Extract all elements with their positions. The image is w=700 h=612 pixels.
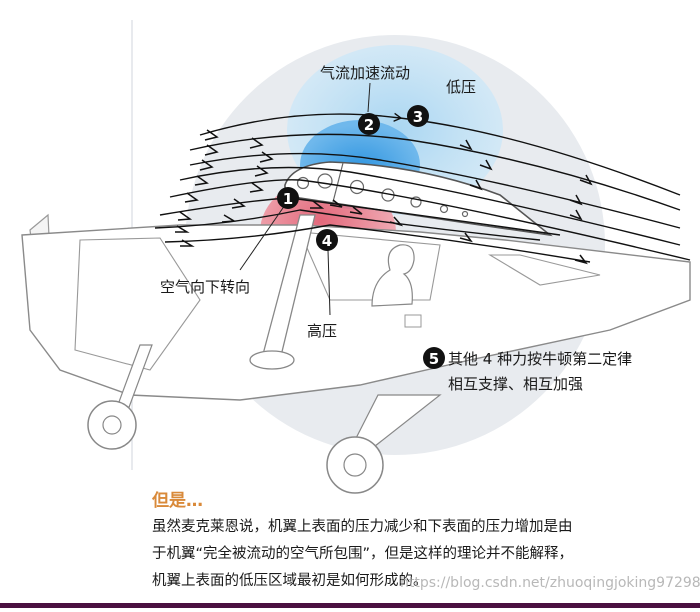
watermark: https://blog.csdn.net/zhuoqingjoking9729… bbox=[400, 575, 700, 591]
frame-bottom-border bbox=[0, 603, 700, 608]
newton-note-line2: 相互支撑、相互加强 bbox=[448, 375, 584, 393]
svg-text:1: 1 bbox=[283, 190, 293, 208]
flow-arrowheads bbox=[175, 129, 593, 265]
marker-4: 4 bbox=[316, 229, 338, 251]
svg-text:3: 3 bbox=[413, 108, 423, 126]
svg-text:2: 2 bbox=[364, 116, 374, 134]
footer-line3: 机翼上表面的低压区域最初是如何形成的。 bbox=[152, 573, 428, 589]
leader-lines bbox=[239, 82, 371, 316]
main-wheel-hub bbox=[343, 453, 367, 477]
svg-text:4: 4 bbox=[322, 232, 332, 250]
newton-note-line1: 其他 4 种力按牛顿第二定律 bbox=[448, 350, 633, 368]
marker-3: 3 bbox=[407, 105, 429, 127]
high-pressure-label: 高压 bbox=[307, 322, 338, 340]
footer-line2: 于机翼“完全被流动的空气所包围”，但是这样的理论并不能解释， bbox=[152, 546, 574, 562]
strut-base bbox=[249, 350, 295, 370]
marker-5: 5 bbox=[423, 347, 445, 369]
air-down-label: 空气向下转向 bbox=[160, 278, 251, 296]
wing-spar bbox=[332, 162, 344, 203]
streamlines-upper bbox=[154, 114, 691, 263]
rear-window bbox=[488, 254, 601, 286]
footer-title: 但是… bbox=[152, 491, 203, 511]
newton-note: 其他 4 种力按牛顿第二定律 相互支撑、相互加强 bbox=[448, 347, 632, 397]
front-wheel-hub bbox=[102, 415, 122, 435]
marker-1: 1 bbox=[277, 187, 299, 209]
svg-text:5: 5 bbox=[429, 350, 439, 368]
footer-text: 虽然麦克莱恩说，机翼上表面的压力减少和下表面的压力增加是由 于机翼“完全被流动的… bbox=[152, 514, 692, 595]
footer-line1: 虽然麦克莱恩说，机翼上表面的压力减少和下表面的压力增加是由 bbox=[152, 519, 573, 535]
airflow-label: 气流加速流动 bbox=[320, 64, 411, 82]
engine-cowling bbox=[74, 237, 201, 371]
door-handle bbox=[404, 314, 422, 328]
low-pressure-label: 低压 bbox=[446, 78, 477, 96]
marker-2: 2 bbox=[358, 113, 380, 135]
pilot-figure bbox=[371, 244, 415, 307]
